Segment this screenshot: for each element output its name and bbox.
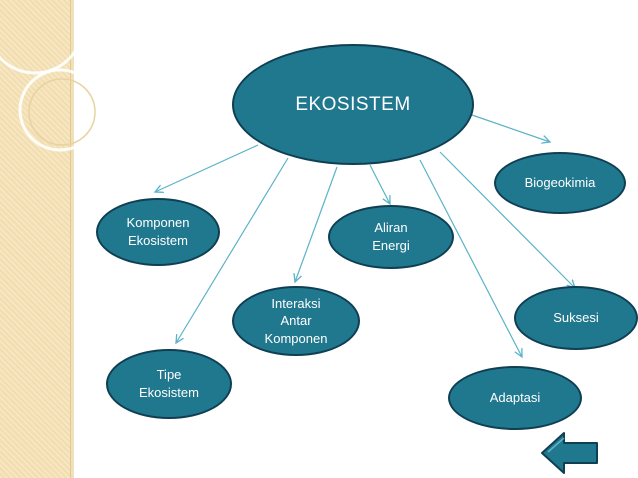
- node-tipe-ekosistem[interactable]: Tipe Ekosistem: [106, 349, 232, 419]
- node-interaksi-antar-komponen[interactable]: Interaksi Antar Komponen: [232, 286, 360, 356]
- node-aliran-energi[interactable]: Aliran Energi: [328, 205, 454, 269]
- node-komponen-ekosistem[interactable]: Komponen Ekosistem: [96, 198, 220, 266]
- arrow-to-komponen-ekosistem: [155, 144, 259, 192]
- node-suksesi[interactable]: Suksesi: [514, 286, 638, 350]
- arrow-to-adaptasi: [419, 159, 522, 357]
- arrow-to-tipe-ekosistem: [176, 157, 289, 343]
- arrow-to-suksesi: [439, 151, 575, 288]
- center-node: EKOSISTEM: [232, 44, 474, 165]
- arrow-to-biogeokimia: [471, 114, 550, 142]
- arrow-to-aliran-energi: [369, 164, 390, 204]
- left-arrow-icon[interactable]: [540, 430, 600, 476]
- node-biogeokimia[interactable]: Biogeokimia: [494, 152, 626, 214]
- arrow-to-interaksi: [295, 166, 338, 282]
- node-adaptasi[interactable]: Adaptasi: [448, 366, 582, 430]
